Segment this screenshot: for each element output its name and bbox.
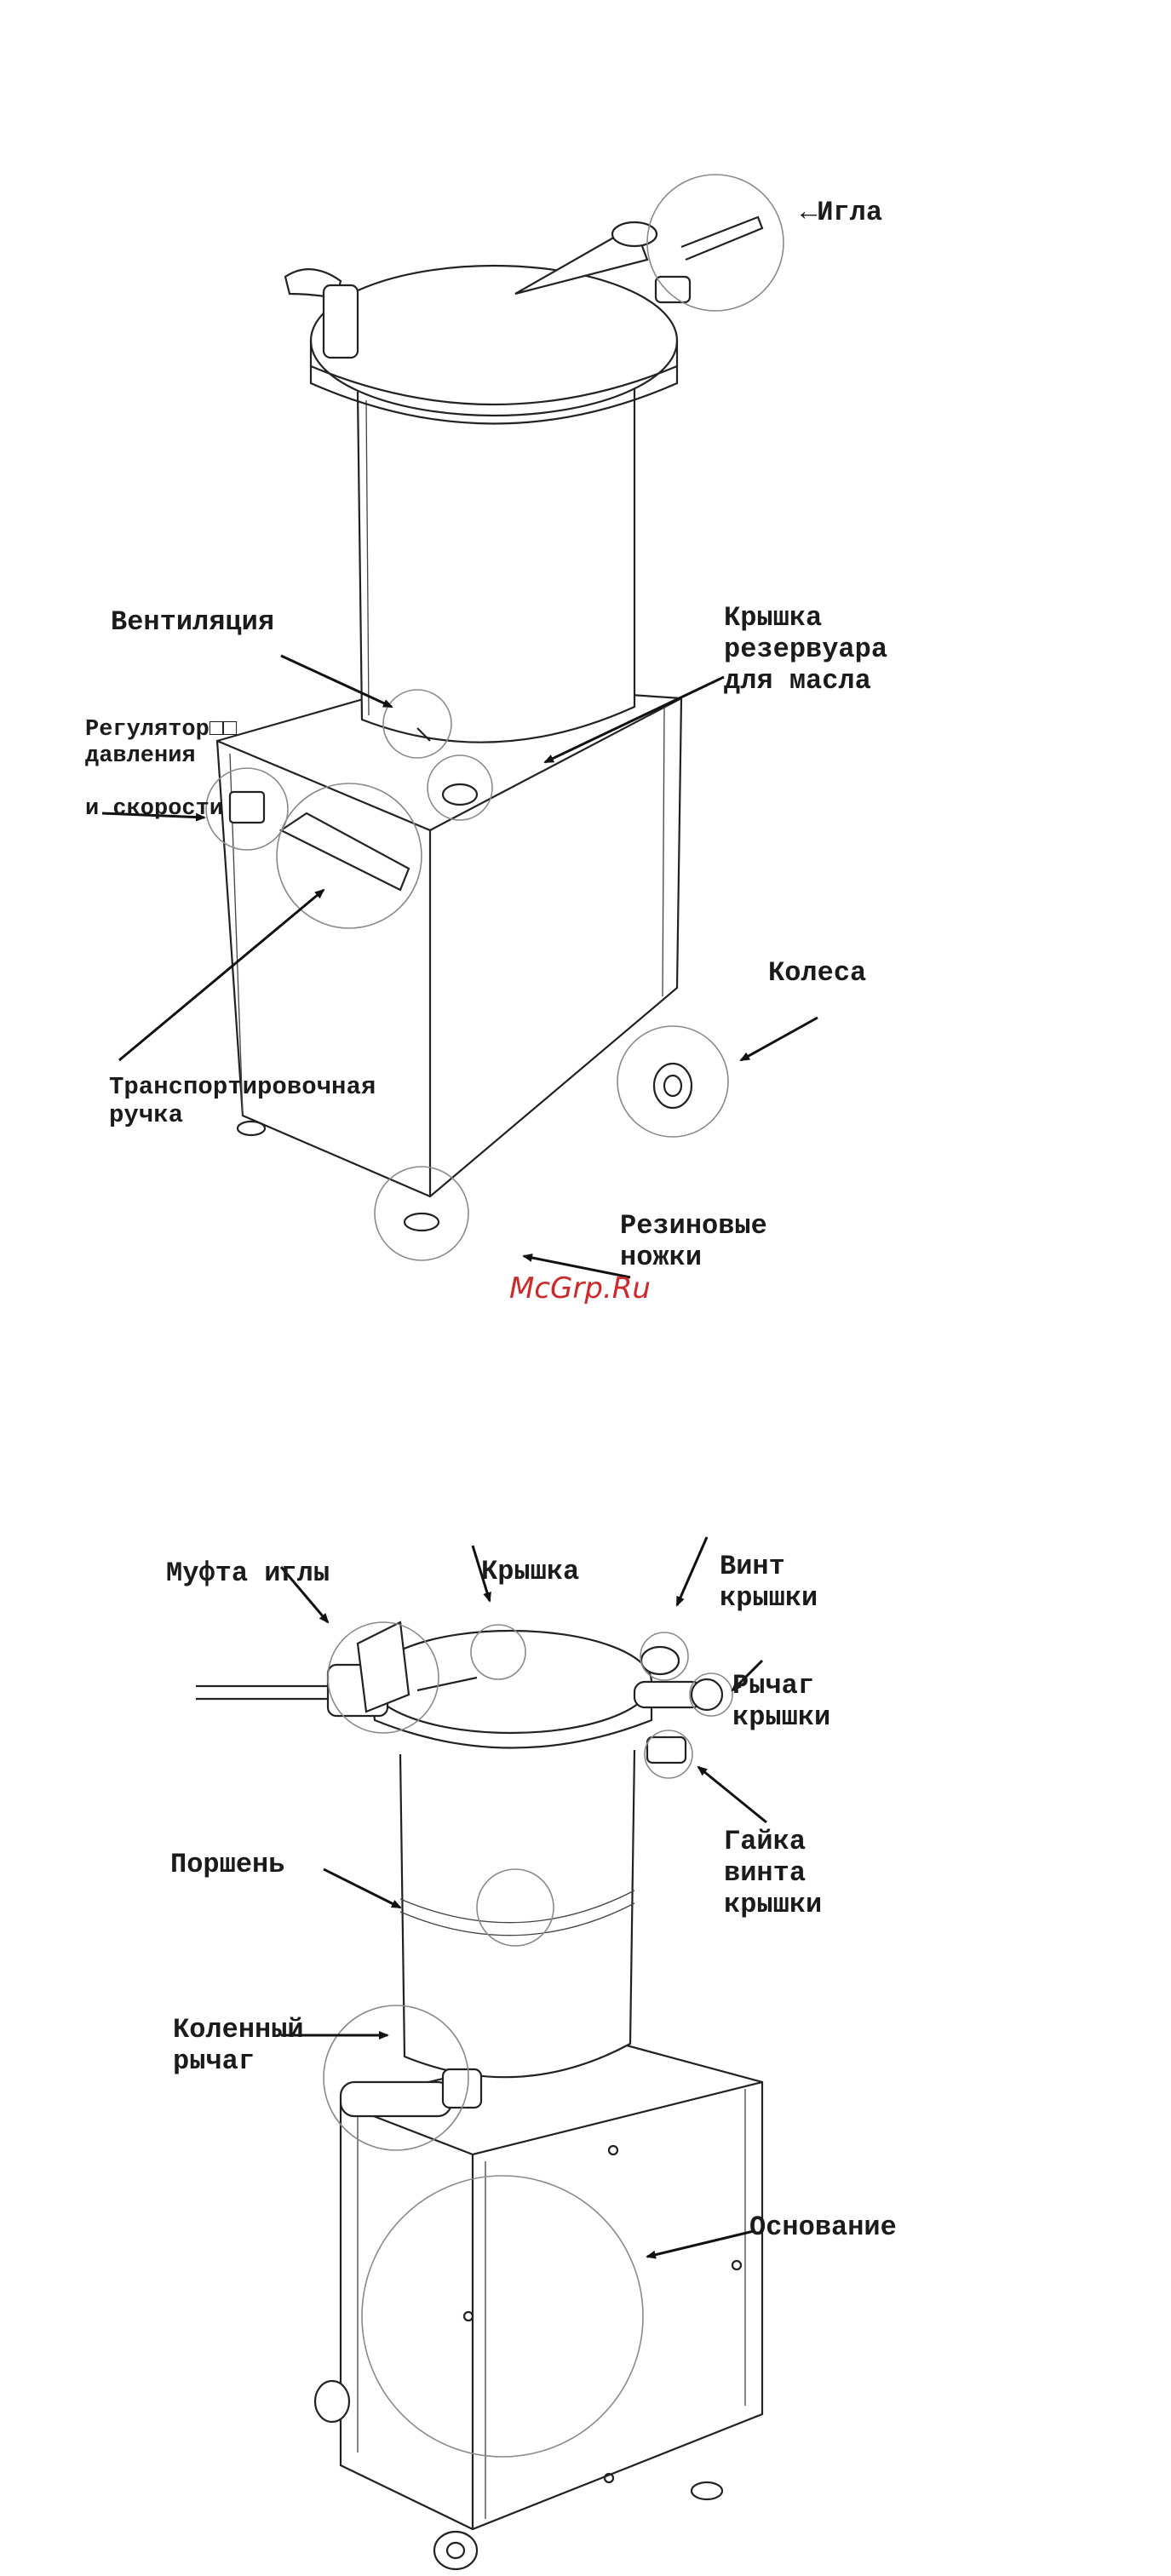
label-rubber-feet: Резиновые ножки xyxy=(620,1211,767,1274)
label-piston: Поршень xyxy=(170,1850,284,1881)
label-wheels: Колеса xyxy=(768,958,866,990)
watermark: McGrp.Ru xyxy=(509,1271,651,1305)
label-lid-screw-nut: Гайка винта крышки xyxy=(724,1827,822,1920)
label-needle: ←Игла xyxy=(801,198,882,229)
label-ventilation: Вентиляция xyxy=(111,607,274,639)
label-oil-reservoir-cap: Крышка резервуара для масла xyxy=(724,603,887,697)
label-base: Основание xyxy=(749,2212,897,2244)
label-needle-coupling: Муфта иглы xyxy=(166,1558,330,1590)
label-pressure-speed-regulator: Регулятор□□ давления и скорости xyxy=(85,717,237,823)
label-knee-lever: Коленный рычаг xyxy=(173,2015,304,2078)
label-lid-lever: Рычаг крышки xyxy=(732,1671,830,1734)
label-lid: Крышка xyxy=(481,1557,579,1588)
label-transport-handle: Транспортировочная ручка xyxy=(109,1073,376,1130)
label-lid-screw: Винт крышки xyxy=(720,1552,818,1615)
figure2-machine xyxy=(196,1622,762,2569)
